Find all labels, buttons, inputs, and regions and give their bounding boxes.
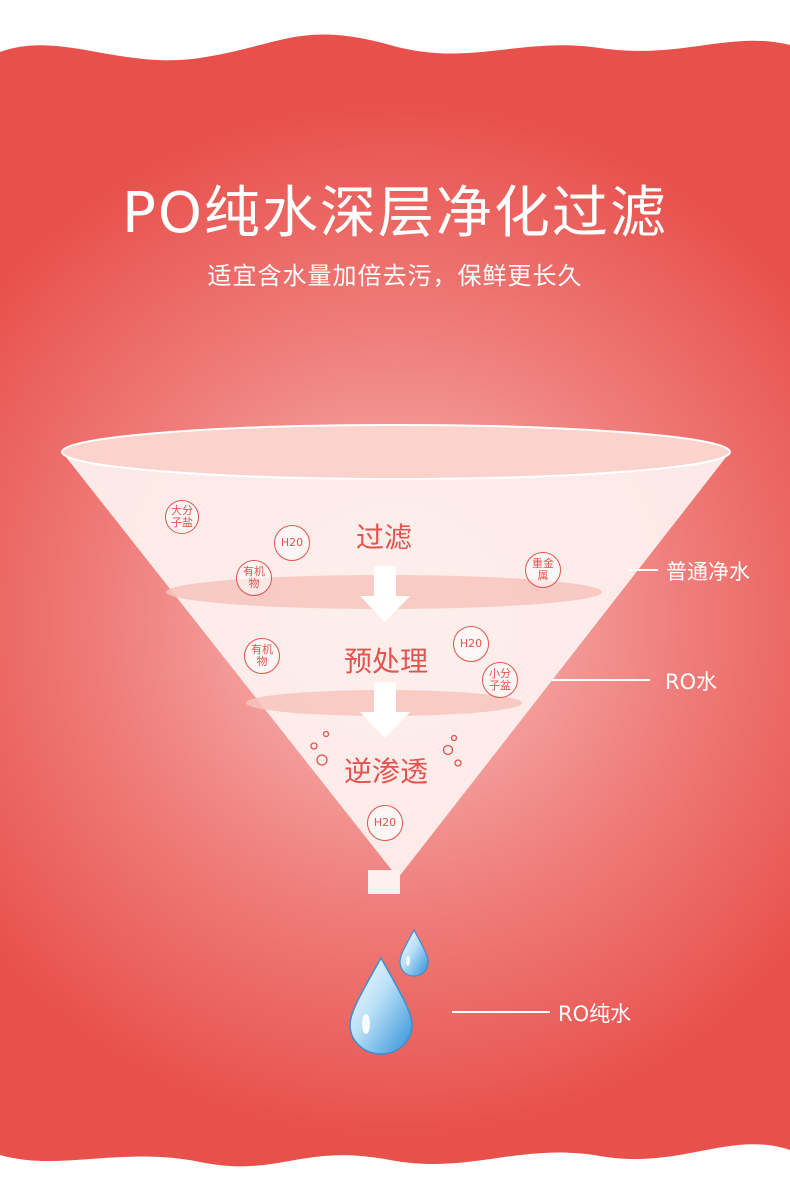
- particle-organic: 有机物: [244, 638, 280, 674]
- water-drop-icon: [349, 956, 413, 1055]
- funnel: [61, 424, 731, 894]
- particle-organic: 有机物: [236, 560, 272, 596]
- label-ro-pure-water: RO纯水: [558, 1002, 632, 1026]
- label-line: [552, 679, 650, 681]
- stage-filter: 过滤: [355, 521, 412, 554]
- label-line: [628, 569, 658, 571]
- particle-h2o: H20: [274, 525, 310, 561]
- particle-large-salt: 大分子盐: [165, 500, 199, 534]
- stage-pretreatment: 预处理: [343, 645, 428, 678]
- stage-reverse-osmosis: 逆渗透: [343, 755, 428, 788]
- label-ro-water: RO水: [665, 670, 718, 694]
- label-normal-water: 普通净水: [666, 560, 750, 584]
- particle-small-salt: 小分子盆: [482, 662, 518, 698]
- down-arrow-icon: [360, 682, 410, 738]
- particle-h2o: H20: [367, 805, 403, 841]
- page-subtitle: 适宜含水量加倍去污，保鲜更长久: [207, 262, 583, 290]
- down-arrow-icon: [360, 566, 410, 622]
- label-line: [452, 1011, 550, 1013]
- page-title: PO纯水深层净化过滤: [122, 181, 668, 246]
- particle-h2o: H20: [453, 626, 489, 662]
- water-drop-icon: [399, 928, 429, 977]
- particle-heavy-metal: 重金属: [525, 552, 561, 588]
- bubbles-icon: [310, 730, 462, 767]
